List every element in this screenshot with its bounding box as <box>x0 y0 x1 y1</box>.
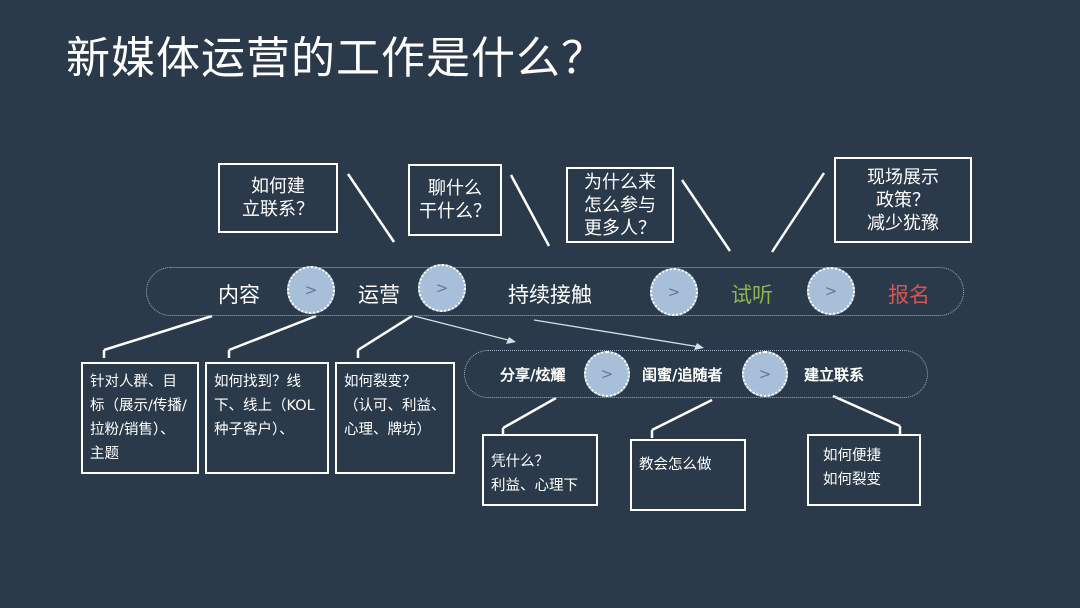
question-line: 立联系？ <box>242 199 314 220</box>
detail-line: 如何裂变 <box>823 472 881 488</box>
question-line: 为什么来 <box>584 171 656 193</box>
stage-build-connection: 建立联系 <box>804 366 865 384</box>
detail-line: 教会怎么做 <box>639 457 712 473</box>
arrow-line <box>533 319 701 348</box>
main-flow-pill <box>146 267 964 316</box>
connector-line <box>103 314 213 352</box>
stage-operation: 运营 <box>358 283 400 307</box>
arrow-circle: > <box>807 267 855 315</box>
detail-line: 标（展示/传播/ <box>90 398 187 414</box>
detail-line: （认可、利益、 <box>344 398 446 414</box>
detail-box-fission: 如何裂变？ （认可、利益、 心理、牌坊） <box>335 362 455 474</box>
detail-box-connection: 如何便捷 如何裂变 <box>807 434 921 506</box>
question-line: 减少犹豫 <box>867 212 939 234</box>
detail-line: 针对人群、目 <box>90 374 177 390</box>
arrow-circle: > <box>287 266 335 314</box>
detail-line: 拉粉/销售）、 <box>90 422 175 438</box>
stage-continuous-contact: 持续接触 <box>508 283 592 307</box>
detail-box-followers: 教会怎么做 <box>630 439 746 511</box>
question-line: 政策？ <box>876 189 930 211</box>
detail-line: 主题 <box>90 446 119 462</box>
connector-line <box>228 314 317 352</box>
detail-box-share: 凭什么？ 利益、心理下 <box>482 434 598 506</box>
detail-line: 下、线上（KOL <box>214 398 315 414</box>
detail-line: 如何裂变？ <box>344 374 417 390</box>
arrow-head <box>506 337 516 344</box>
detail-line: 如何便捷 <box>823 448 881 464</box>
question-line: 聊什么 <box>428 178 482 199</box>
connector-line <box>832 394 901 428</box>
detail-line: 种子客户）、 <box>214 422 294 438</box>
question-line: 现场展示 <box>867 166 939 188</box>
question-box-topic: 聊什么 干什么？ <box>408 164 502 236</box>
detail-box-operation: 如何找到？线 下、线上（KOL 种子客户）、 <box>205 362 329 474</box>
stage-content: 内容 <box>218 283 260 307</box>
question-box-participation: 为什么来 怎么参与 更多人？ <box>566 167 674 243</box>
connector-line <box>346 173 396 243</box>
arrow-circle: > <box>584 351 630 397</box>
question-line: 干什么？ <box>419 201 491 222</box>
page-title: 新媒体运营的工作是什么？ <box>66 33 606 84</box>
connector-line <box>502 396 557 430</box>
question-line: 如何建 <box>251 176 305 197</box>
arrow-circle: > <box>742 351 788 397</box>
connector-line <box>357 314 413 352</box>
question-box-contact: 如何建 立联系？ <box>218 163 338 233</box>
detail-line: 如何找到？线 <box>214 374 301 390</box>
arrow-circle: > <box>418 264 466 312</box>
arrow-line <box>413 315 513 342</box>
stage-trial: 试听 <box>731 283 773 307</box>
detail-line: 心理、牌坊） <box>344 422 431 438</box>
connector-line <box>651 398 713 432</box>
connector-line <box>509 174 551 247</box>
stage-signup: 报名 <box>888 283 930 307</box>
stage-followers: 闺蜜/追随者 <box>642 366 723 384</box>
arrow-circle: > <box>650 268 698 316</box>
connector-line <box>770 172 826 253</box>
question-line: 更多人？ <box>584 217 656 239</box>
stage-share: 分享/炫耀 <box>500 366 566 384</box>
detail-line: 凭什么？ <box>491 454 549 470</box>
sub-flow-pill <box>464 350 928 398</box>
question-line: 怎么参与 <box>584 194 656 216</box>
question-box-onsite: 现场展示 政策？ 减少犹豫 <box>834 157 972 243</box>
detail-line: 利益、心理下 <box>491 478 578 494</box>
connector-line <box>680 179 732 252</box>
detail-box-content: 针对人群、目 标（展示/传播/ 拉粉/销售）、 主题 <box>81 362 199 474</box>
arrow-head <box>694 343 704 350</box>
